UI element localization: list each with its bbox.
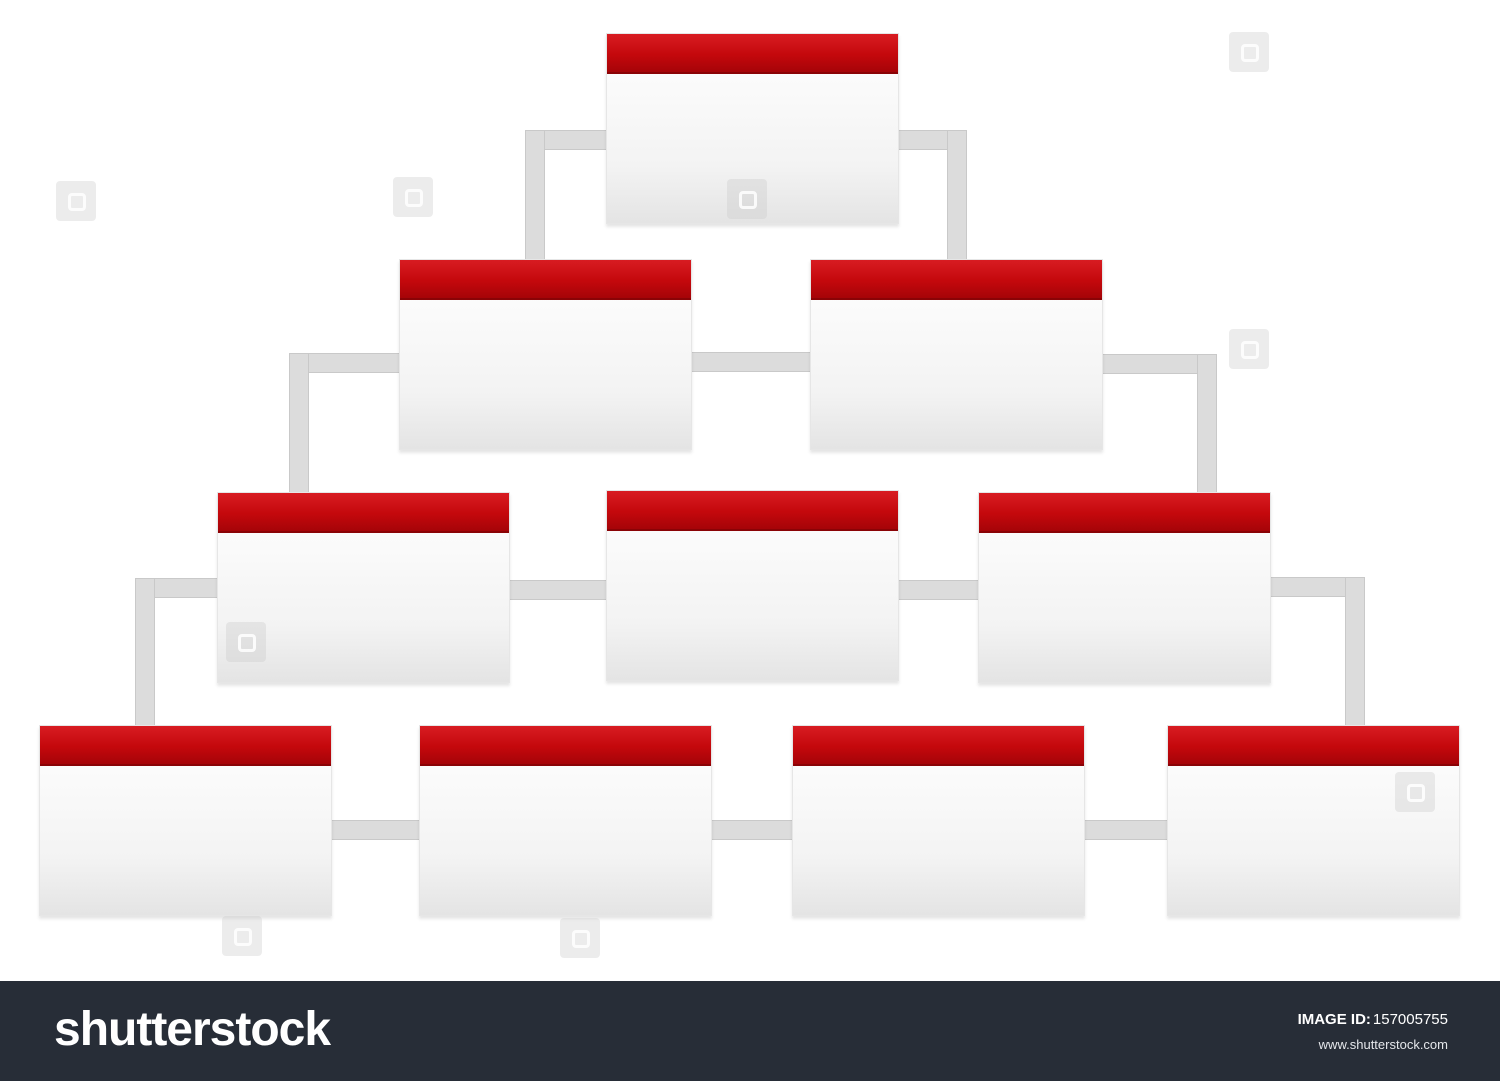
watermark-icon (1395, 772, 1435, 812)
connector (135, 578, 155, 728)
box-header (793, 726, 1084, 766)
box-header (979, 493, 1270, 533)
chart-box-level2-right (810, 259, 1103, 450)
chart-box-level3-left (217, 492, 510, 683)
watermark-icon (226, 622, 266, 662)
box-header (400, 260, 691, 300)
box-body (40, 766, 331, 915)
chart-box-level3-right (978, 492, 1271, 683)
box-header (1168, 726, 1459, 766)
connector (508, 580, 608, 600)
box-header (218, 493, 509, 533)
image-id-value: 157005755 (1372, 1011, 1448, 1028)
watermark-icon (560, 918, 600, 958)
connector (947, 130, 967, 262)
box-body (979, 533, 1270, 682)
box-body (607, 531, 898, 680)
box-body (793, 766, 1084, 915)
box-header (607, 34, 898, 74)
box-header (40, 726, 331, 766)
image-id: IMAGE ID:157005755 (1298, 1011, 1448, 1028)
watermark-icon (1229, 329, 1269, 369)
box-header (420, 726, 711, 766)
org-chart-diagram (39, 32, 1460, 958)
watermark-icon (56, 181, 96, 221)
connector (1345, 577, 1365, 728)
chart-box-level4-3 (792, 725, 1085, 916)
connector (289, 353, 309, 495)
box-header (607, 491, 898, 531)
chart-box-level2-left (399, 259, 692, 450)
image-id-label: IMAGE ID: (1297, 1011, 1371, 1028)
chart-box-top (606, 33, 899, 224)
footer-bar (0, 981, 1500, 1081)
chart-box-level4-4 (1167, 725, 1460, 916)
connector (690, 352, 812, 372)
watermark-icon (727, 179, 767, 219)
connector (896, 580, 980, 600)
watermark-icon (222, 916, 262, 956)
connector (710, 820, 794, 840)
connector (525, 130, 545, 262)
connector (330, 820, 422, 840)
connector (1197, 354, 1217, 496)
shutterstock-logo: shutterstock (54, 1003, 331, 1056)
box-body (420, 766, 711, 915)
chart-box-level4-2 (419, 725, 712, 916)
watermark-icon (1229, 32, 1269, 72)
box-body (811, 300, 1102, 449)
connector (1083, 820, 1170, 840)
box-header (811, 260, 1102, 300)
footer-url: www.shutterstock.com (1318, 1037, 1448, 1052)
box-body (400, 300, 691, 449)
chart-box-level3-center (606, 490, 899, 681)
chart-box-level4-1 (39, 725, 332, 916)
watermark-icon (393, 177, 433, 217)
